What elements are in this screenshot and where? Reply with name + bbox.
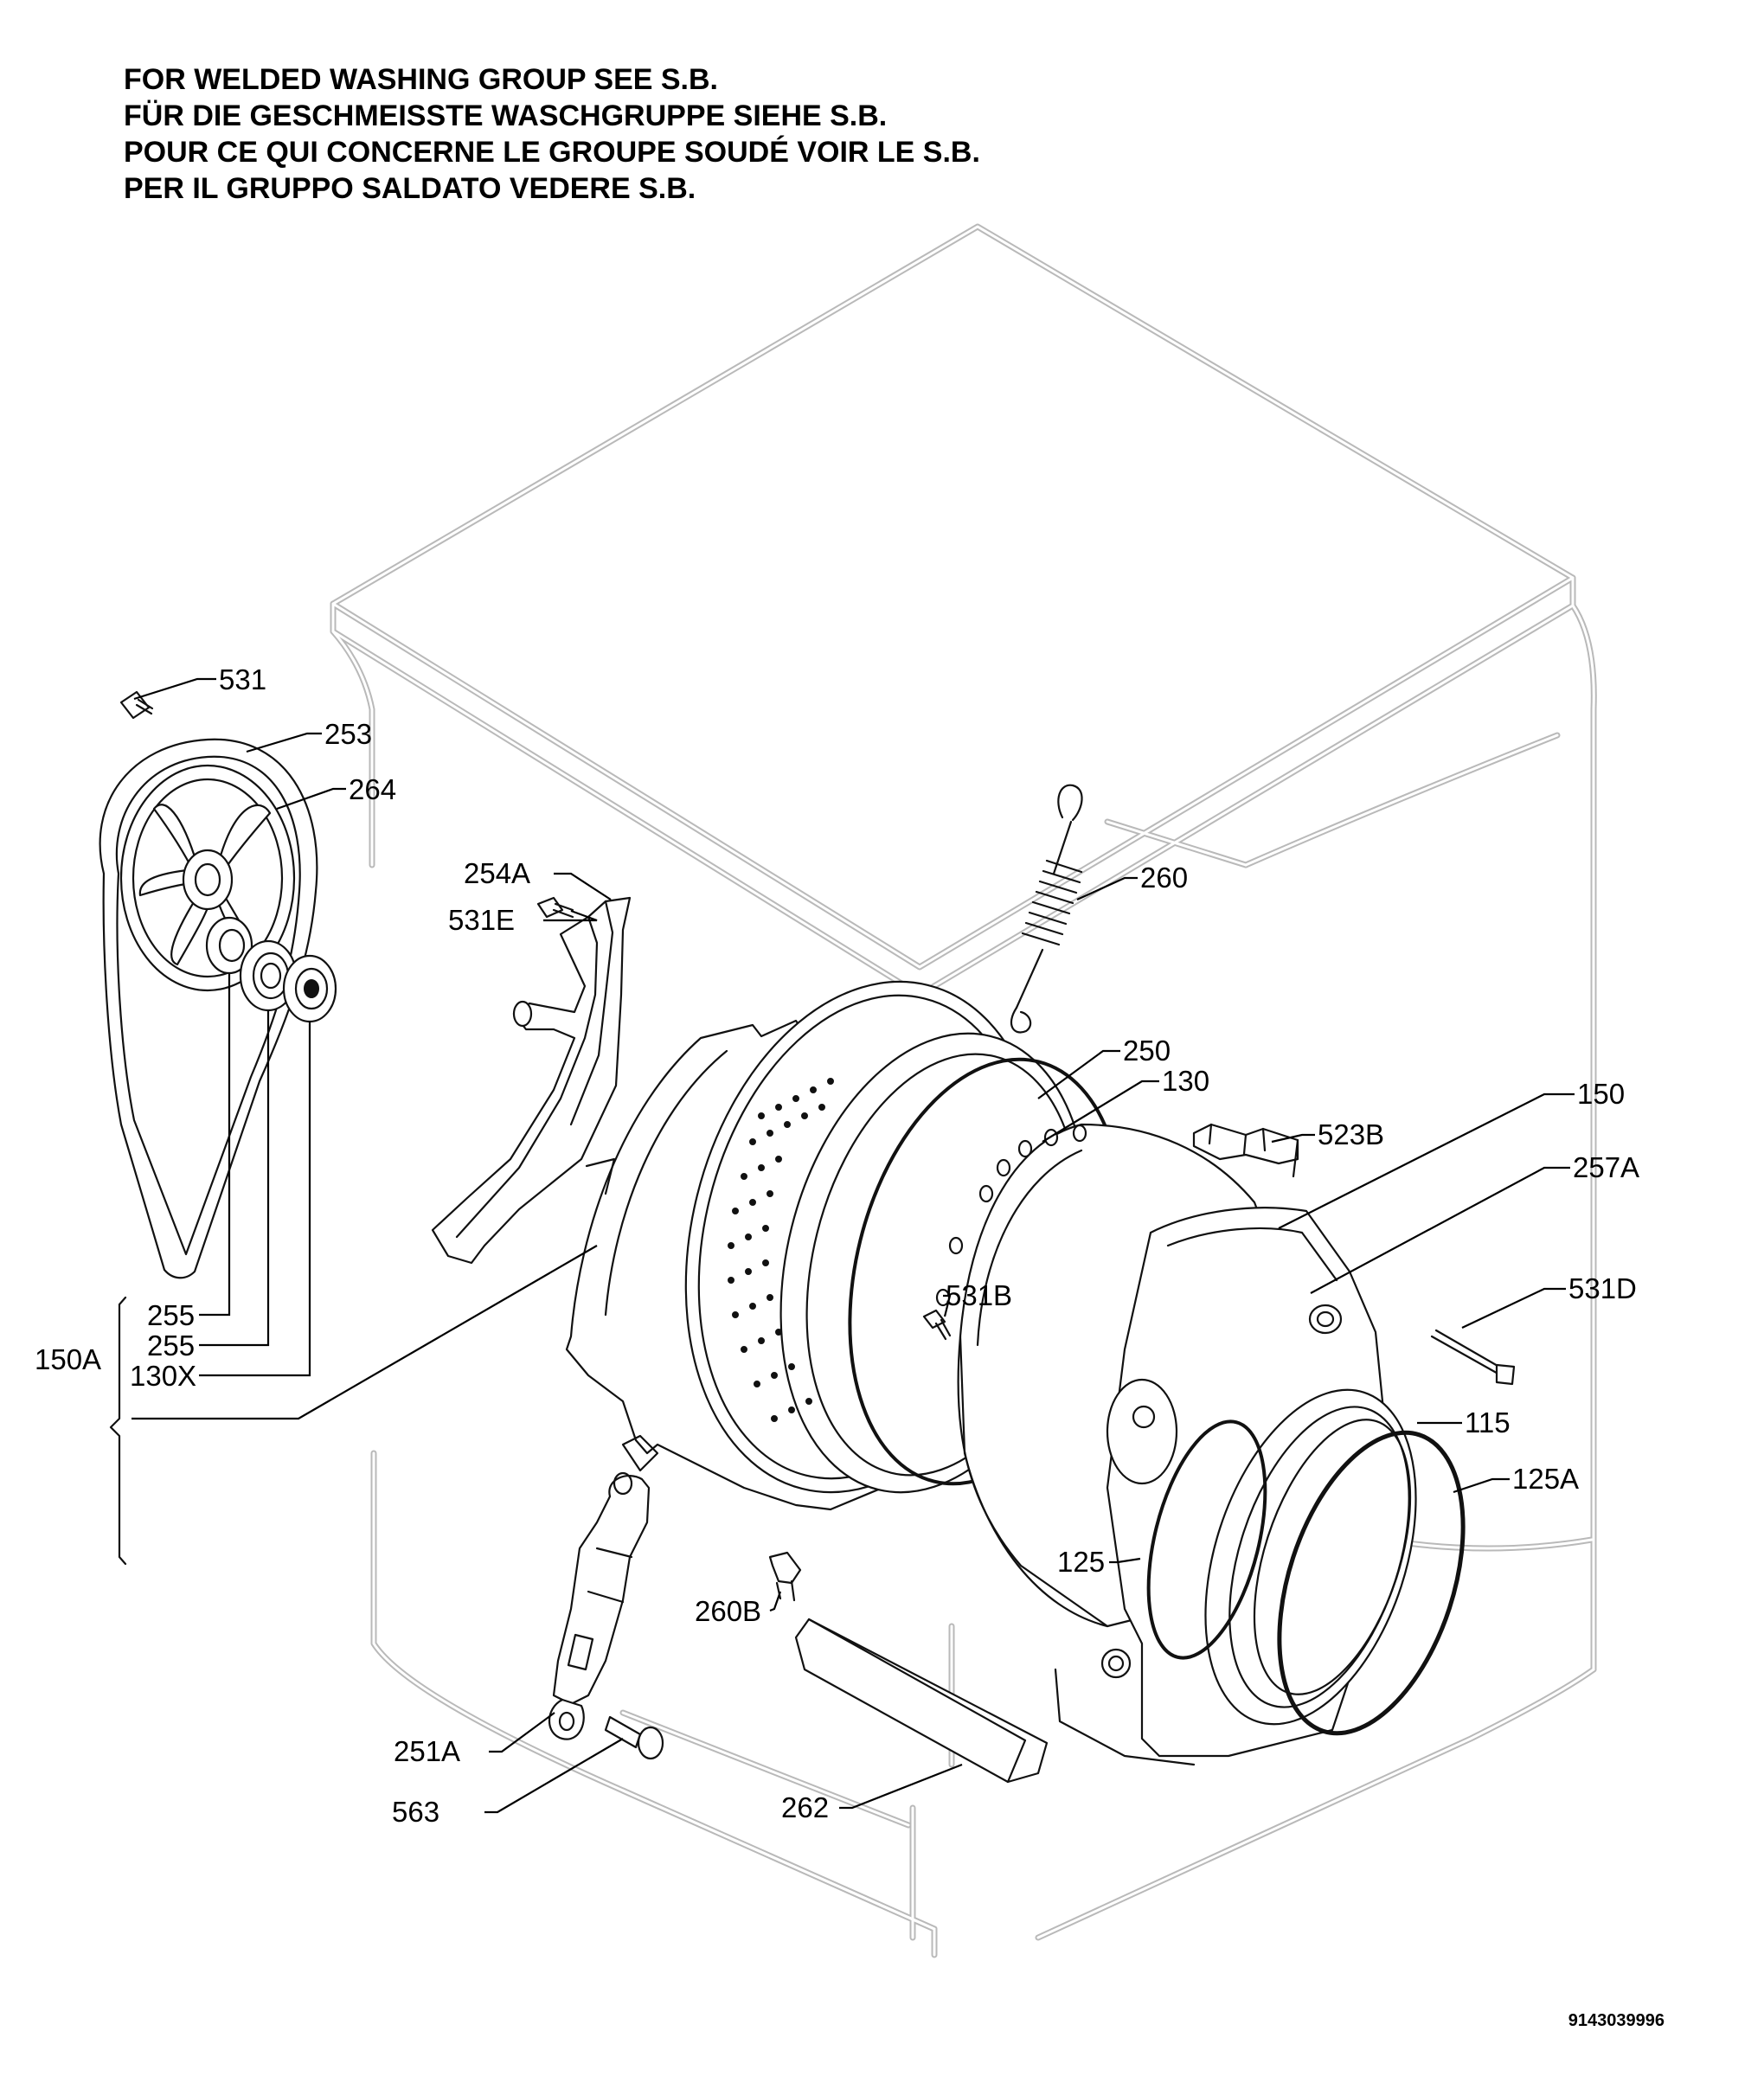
label-150a: 150A [35,1343,101,1375]
label-260b: 260B [695,1595,761,1627]
door-seal-115 [1204,1388,1417,1726]
label-125: 125 [1057,1546,1105,1578]
drum-perforations [728,1078,834,1422]
label-150: 150 [1577,1078,1625,1110]
bolt-531 [119,690,154,720]
label-257a: 257A [1573,1151,1639,1183]
label-531: 531 [219,663,266,695]
clip-260b [768,1551,802,1602]
screw-531d [1430,1329,1516,1386]
label-115: 115 [1465,1406,1511,1438]
header-line-it: PER IL GRUPPO SALDATO VEDERE S.B. [124,172,696,205]
header-line-en: FOR WELDED WASHING GROUP SEE S.B. [124,63,718,96]
document-code: 9143039996 [1568,2011,1665,2030]
tub-bracket-254a [431,896,632,1265]
label-130x: 130X [130,1360,196,1392]
bolt-531e [536,896,574,919]
label-251a: 251A [394,1735,460,1767]
bearing-set [205,916,337,1023]
label-253: 253 [324,718,372,750]
tub-rim-screws [935,1124,1087,1307]
part-523b [1192,1123,1299,1178]
label-531e: 531E [448,904,515,936]
pin-563 [604,1715,664,1760]
shock-absorber-251a [548,1471,651,1740]
label-125a: 125A [1512,1463,1579,1495]
bolt-531b [922,1309,952,1341]
label-255-second: 255 [147,1330,195,1362]
label-531b: 531B [946,1279,1012,1311]
label-250: 250 [1123,1035,1171,1067]
label-523b: 523B [1318,1118,1384,1150]
group-150a-bracket [109,1296,127,1566]
label-255-first: 255 [147,1299,195,1331]
header-line-de: FÜR DIE GESCHMEISSTE WASCHGRUPPE SIEHE S… [124,99,888,132]
leader-lines [131,677,1575,1814]
label-254a: 254A [464,857,530,889]
label-260: 260 [1140,862,1188,894]
clamp-ring-125 [1146,1419,1267,1660]
label-262: 262 [781,1791,829,1823]
header-line-fr: POUR CE QUI CONCERNE LE GROUPE SOUDÉ VOI… [124,136,980,169]
counterweight-262 [794,1618,1049,1784]
spring-260 [1010,784,1083,1034]
pulley-and-belt [99,738,318,1279]
label-531d: 531D [1568,1272,1637,1304]
label-130: 130 [1162,1065,1209,1097]
label-264: 264 [349,773,396,805]
clamp-ring-125a [1277,1430,1466,1736]
label-563: 563 [392,1796,439,1828]
part-labels: 531 253 264 254A 531E 260 250 130 150 52… [35,663,1639,1828]
